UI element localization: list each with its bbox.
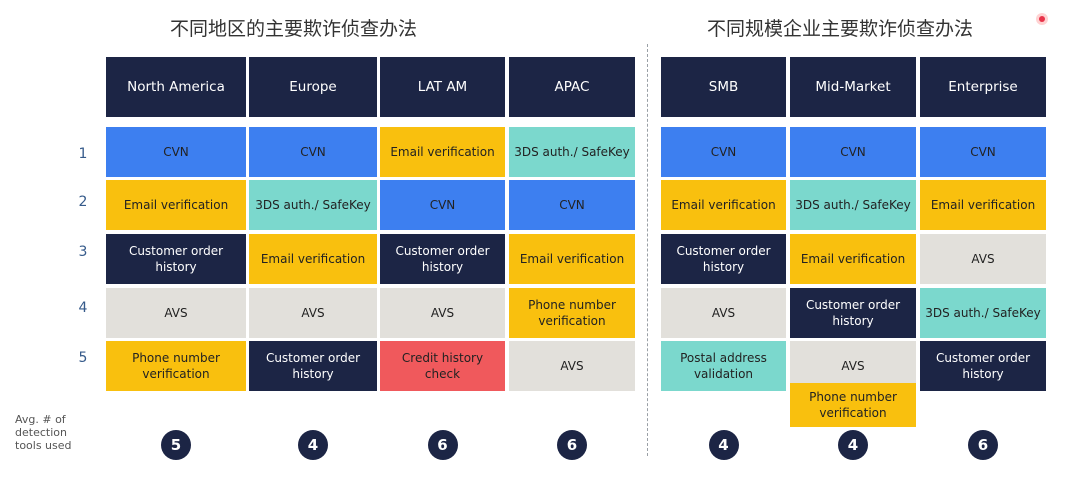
method-cell-lat-am-2: CVN [380, 180, 505, 230]
method-cell-apac-1: 3DS auth./ SafeKey [509, 127, 635, 177]
method-cell-north-america-3: Customer order history [106, 234, 246, 284]
method-cell-lat-am-3: Customer order history [380, 234, 505, 284]
column-header-europe: Europe [249, 57, 377, 117]
method-cell-smb-5: Postal address validation [661, 341, 786, 391]
method-cell-europe-3: Email verification [249, 234, 377, 284]
row-rank-3: 3 [78, 244, 88, 260]
method-cell-mid-market-4: Customer order history [790, 288, 916, 338]
row-rank-5: 5 [78, 350, 88, 366]
column-header-enterprise: Enterprise [920, 57, 1046, 117]
avg-tools-label: Avg. # of detection tools used [15, 413, 72, 452]
chart-title-business-size: 不同规模企业主要欺诈侦查办法 [707, 18, 974, 40]
avg-tools-badge-enterprise: 6 [968, 430, 998, 460]
method-cell-smb-1: CVN [661, 127, 786, 177]
method-cell-apac-5: AVS [509, 341, 635, 391]
method-cell-enterprise-4: 3DS auth./ SafeKey [920, 288, 1046, 338]
method-cell-europe-4: AVS [249, 288, 377, 338]
method-cell-mid-market-2: 3DS auth./ SafeKey [790, 180, 916, 230]
row-rank-1: 1 [78, 146, 88, 162]
avg-tools-badge-smb: 4 [708, 430, 739, 460]
method-cell-north-america-5: Phone number verification [106, 341, 246, 391]
chart-title-regions: 不同地区的主要欺诈侦查办法 [170, 18, 418, 40]
method-cell-smb-3: Customer order history [661, 234, 786, 284]
column-header-apac: APAC [509, 57, 635, 117]
method-cell-lat-am-4: AVS [380, 288, 505, 338]
record-indicator-icon [1036, 13, 1048, 25]
method-cell-mid-market-3: Email verification [790, 234, 916, 284]
method-cell-enterprise-3: AVS [920, 234, 1046, 284]
method-cell-north-america-2: Email verification [106, 180, 246, 230]
method-cell-europe-2: 3DS auth./ SafeKey [249, 180, 377, 230]
column-header-lat-am: LAT AM [380, 57, 505, 117]
avg-tools-badge-north-america: 5 [161, 430, 191, 460]
method-cell-lat-am-5: Credit history check [380, 341, 505, 391]
method-cell-apac-4: Phone number verification [509, 288, 635, 338]
method-cell-north-america-1: CVN [106, 127, 246, 177]
column-header-north-america: North America [106, 57, 246, 117]
avg-tools-badge-lat-am: 6 [427, 430, 458, 460]
avg-tools-badge-mid-market: 4 [838, 430, 868, 460]
method-cell-smb-2: Email verification [661, 180, 786, 230]
method-cell-apac-3: Email verification [509, 234, 635, 284]
avg-tools-badge-apac: 6 [557, 430, 587, 460]
method-cell-mid-market-1: CVN [790, 127, 916, 177]
method-cell-smb-4: AVS [661, 288, 786, 338]
method-cell-enterprise-2: Email verification [920, 180, 1046, 230]
row-rank-2: 2 [78, 194, 88, 210]
method-cell-mid-market-6: Phone number verification [790, 383, 916, 427]
method-cell-europe-5: Customer order history [249, 341, 377, 391]
method-cell-apac-2: CVN [509, 180, 635, 230]
method-cell-enterprise-5: Customer order history [920, 341, 1046, 391]
method-cell-lat-am-1: Email verification [380, 127, 505, 177]
method-cell-north-america-4: AVS [106, 288, 246, 338]
section-divider [647, 44, 648, 456]
column-header-mid-market: Mid-Market [790, 57, 916, 117]
method-cell-enterprise-1: CVN [920, 127, 1046, 177]
avg-tools-badge-europe: 4 [298, 430, 328, 460]
method-cell-mid-market-5: AVS [790, 341, 916, 391]
row-rank-4: 4 [78, 300, 88, 316]
column-header-smb: SMB [661, 57, 786, 117]
method-cell-europe-1: CVN [249, 127, 377, 177]
